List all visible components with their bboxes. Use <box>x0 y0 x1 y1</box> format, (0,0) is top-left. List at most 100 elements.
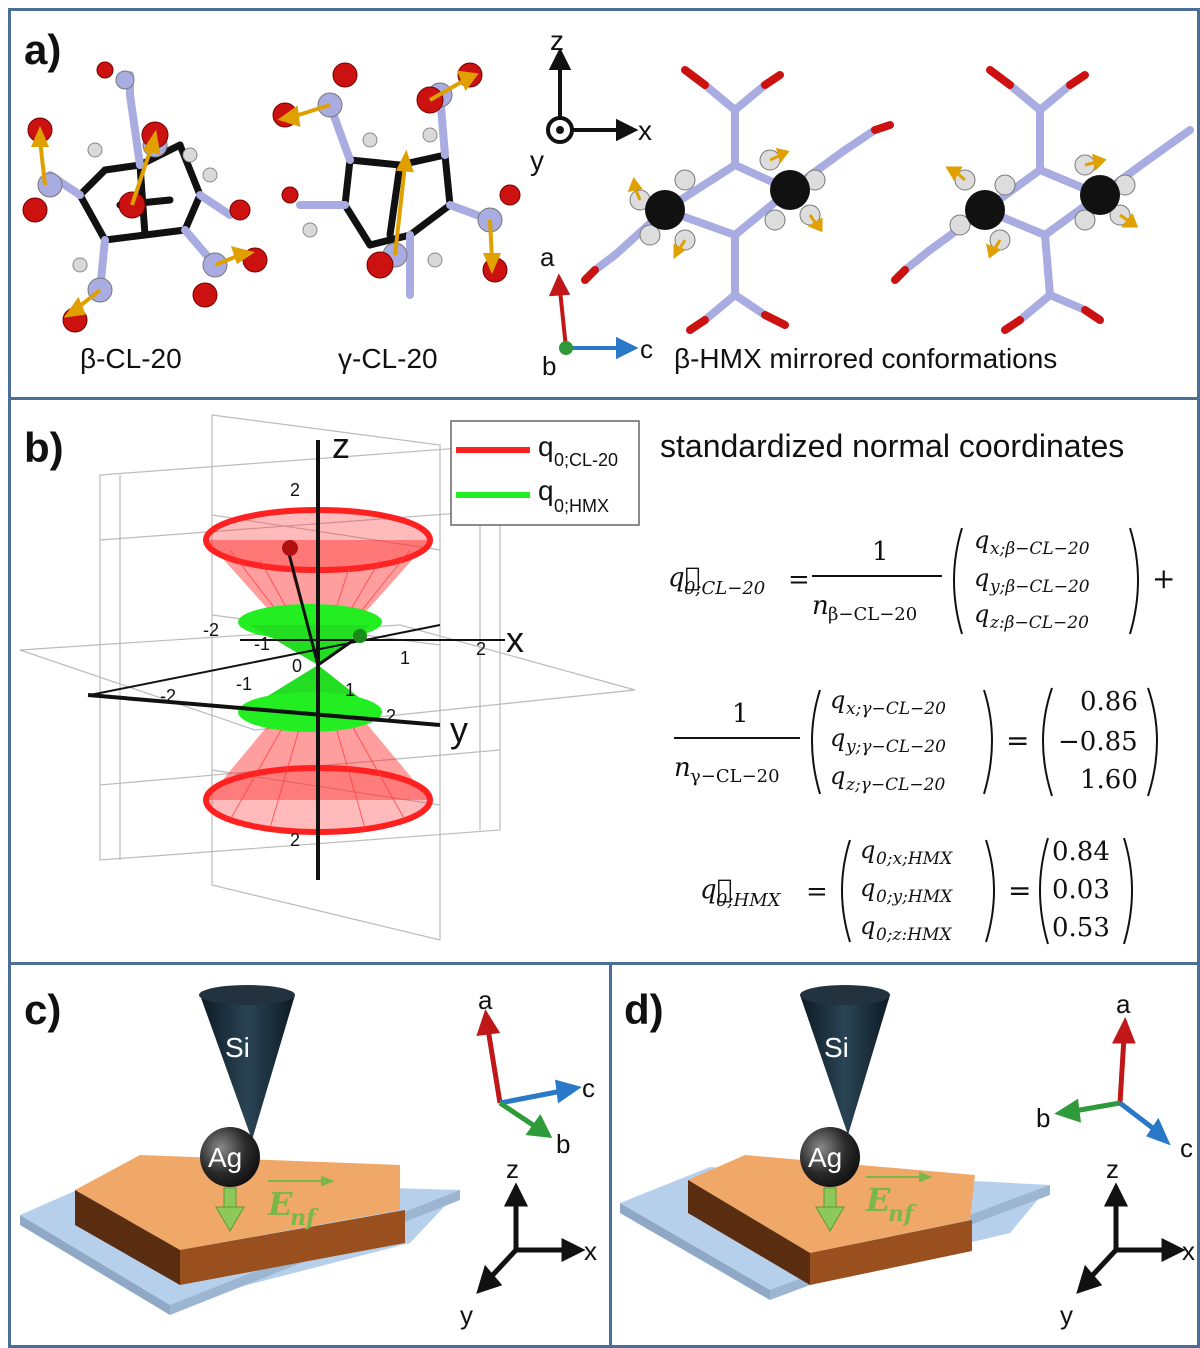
si-tip <box>200 995 295 1140</box>
eq3-row2: q <box>860 874 875 902</box>
panel-c-label: c) <box>24 986 62 1033</box>
beta-cl20-molecule <box>22 61 268 333</box>
eq3-result-1: 0.84 <box>1052 837 1110 867</box>
eq3-lhs-sub: 0;HMX <box>716 890 782 911</box>
eq2-row2-sub: y;γ−CL−20 <box>845 737 946 757</box>
eq3-row1-sub: 0;x;HMX <box>876 849 953 869</box>
equation-block: q⃗ 0;CL−20 = 1 n β−CL−20 q x;β−CL−20 q y… <box>668 526 1175 945</box>
eq2-one: 1 <box>732 699 749 729</box>
axis-b-label: b <box>556 1129 570 1159</box>
eq3-result-2: 0.03 <box>1052 875 1110 905</box>
tick-x-neg2: -2 <box>203 620 219 640</box>
field-label: E <box>865 1181 891 1219</box>
panel-d-crystal-axes: a b c <box>1036 989 1193 1163</box>
legend-cl20-main: q <box>538 431 554 462</box>
tick-z-2-bottom: 2 <box>290 830 300 850</box>
axis-c-label: c <box>640 334 653 364</box>
axis-y-label: y <box>530 145 544 176</box>
legend-hmx-sub: 0;HMX <box>554 496 609 516</box>
eq1-den-n: n <box>812 591 829 621</box>
eq3-result-3: 0.53 <box>1052 913 1110 943</box>
panel-c-crystal-axes: a c b <box>476 985 595 1159</box>
plot-axis-x-label: x <box>506 619 524 660</box>
eq2-row1: q <box>830 686 845 714</box>
eq2-result-1: 0.86 <box>1080 687 1138 717</box>
eq1-plus: + <box>1152 562 1175 595</box>
tick-x-1: 1 <box>400 648 410 668</box>
panel-a-crystal-axes: a b c <box>540 242 653 381</box>
axis-y-label: y <box>1060 1300 1073 1330</box>
eq1-row1: q <box>974 526 989 554</box>
plot-legend: q 0;CL-20 q 0;HMX <box>450 420 640 526</box>
panel-a-lab-axes: z x y <box>530 25 652 176</box>
eq3-row1: q <box>860 836 875 864</box>
eq3-row3: q <box>860 912 875 940</box>
gamma-cl20-molecule <box>272 62 521 299</box>
axis-x-label: x <box>638 115 652 146</box>
axis-c-label: c <box>1180 1133 1193 1163</box>
hmx-molecule-left <box>581 66 894 334</box>
eq2-result-3: 1.60 <box>1080 765 1138 795</box>
legend-cl20-sub: 0;CL-20 <box>554 450 618 470</box>
svg-text:=: = <box>1008 874 1031 907</box>
ag-sphere <box>200 1127 260 1187</box>
panel-d-label: d) <box>624 986 664 1033</box>
field-sub: nf <box>888 1201 917 1227</box>
tick-x-2: 2 <box>476 639 486 659</box>
eq2-row1-sub: x;γ−CL−20 <box>846 699 946 719</box>
axis-a-label: a <box>1116 989 1131 1019</box>
eq2-row3: q <box>830 762 845 790</box>
crystal-top <box>75 1155 400 1250</box>
field-sub: nf <box>290 1205 319 1231</box>
hmx-molecule-right <box>891 66 1194 334</box>
svg-text:=: = <box>788 565 810 595</box>
axis-x-label: x <box>584 1236 597 1266</box>
eq3-row2-sub: 0;y;HMX <box>876 887 953 907</box>
eq2-row2: q <box>830 724 845 752</box>
axis-b-label: b <box>1036 1103 1050 1133</box>
gamma-cl20-caption: γ-CL-20 <box>338 343 438 374</box>
tick-y-1: 1 <box>345 680 355 700</box>
eq1-den-sub: β−CL−20 <box>828 604 917 625</box>
panel-b-label: b) <box>24 424 64 471</box>
cone-plot: z x y 2 -2 -1 0 1 2 -2 -1 1 2 2 <box>19 414 636 941</box>
axis-c-label: c <box>582 1073 595 1103</box>
tip-label: Si <box>824 1032 849 1063</box>
panel-d-setup: Si Ag E nf <box>620 985 1050 1300</box>
si-tip <box>800 995 890 1135</box>
eq2-den-n: n <box>674 753 691 783</box>
equation-cl20-part2: 1 n γ−CL−20 q x;γ−CL−20 q y;γ−CL−20 q z;… <box>674 686 1158 797</box>
legend-hmx-main: q <box>538 475 554 506</box>
sphere-label: Ag <box>808 1142 842 1173</box>
axis-z-label: z <box>506 1154 519 1184</box>
axis-x-label: x <box>1182 1236 1195 1266</box>
tick-y-2: 2 <box>386 706 396 726</box>
tick-z-2-top: 2 <box>290 480 300 500</box>
eq1-row1-sub: x;β−CL−20 <box>990 539 1090 559</box>
axis-a-label: a <box>540 242 555 272</box>
tick-y-neg2: -2 <box>160 686 176 706</box>
eq1-row3: q <box>974 600 989 628</box>
field-label: E <box>267 1185 293 1223</box>
panel-d-lab-axes: z x y <box>1060 1154 1195 1330</box>
equation-cl20-part1: q⃗ 0;CL−20 = 1 n β−CL−20 q x;β−CL−20 q y… <box>668 526 1175 635</box>
panel-b-title: standardized normal coordinates <box>660 428 1125 464</box>
eq2-result-2: −0.85 <box>1058 727 1138 757</box>
ag-sphere <box>800 1127 860 1187</box>
eq1-lhs-sub: 0;CL−20 <box>684 578 765 599</box>
axis-z-label: z <box>1106 1154 1119 1184</box>
eq1-row2: q <box>974 564 989 592</box>
hmx-lower-cone <box>238 665 382 732</box>
equation-hmx: q⃗ 0;HMX = q 0;x;HMX q 0;y;HMX q 0;z:HMX… <box>700 836 1133 945</box>
tick-x-neg1: -1 <box>254 634 270 654</box>
tick-y-neg1: -1 <box>236 674 252 694</box>
eq3-row3-sub: 0;z:HMX <box>876 925 952 945</box>
hmx-upper-cone <box>238 604 382 665</box>
panel-c-setup: Si Ag E nf <box>20 985 460 1315</box>
hmx-caption: β-HMX mirrored conformations <box>674 343 1058 374</box>
eq1-row3-sub: z:β−CL−20 <box>989 613 1089 633</box>
panel-a-label: a) <box>24 26 62 73</box>
svg-text:=: = <box>806 877 828 907</box>
eq1-row2-sub: y;β−CL−20 <box>989 577 1090 597</box>
plot-axis-y-label: y <box>450 709 468 750</box>
